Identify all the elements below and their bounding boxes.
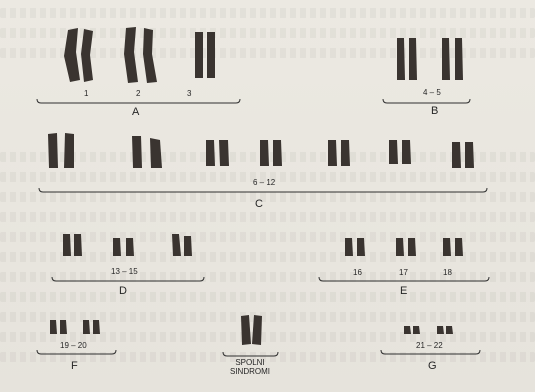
chromosome-pair-13: [63, 234, 82, 256]
chromosome-pair-20: [83, 320, 100, 334]
sex-chromosome-pair: [241, 315, 262, 345]
pair-label-18: 18: [443, 268, 452, 277]
group-label-a: A: [132, 106, 139, 118]
chromosome-pair-14: [113, 238, 134, 256]
chromosome-pair-3: [195, 32, 215, 78]
group-label-b: B: [431, 105, 438, 117]
sex-chromosome-bracket: [223, 352, 278, 356]
chromosome-pair-16: [345, 238, 365, 256]
group-a-bracket: [37, 99, 240, 103]
group-label-e: E: [400, 285, 407, 297]
chromosome-pair-17: [396, 238, 416, 256]
chromosome-pair-7: [132, 136, 162, 168]
pair-label-1: 1: [84, 89, 88, 98]
chromosome-pair-5: [442, 38, 463, 80]
chromosome-pair-22: [437, 326, 453, 334]
pair-label-16: 16: [353, 268, 362, 277]
chromosome-pair-8: [206, 140, 229, 166]
sex-chromosomes-label-line1: SPOLNI: [221, 358, 279, 367]
chromosome-pair-1: [64, 28, 93, 82]
chromosome-pair-2: [124, 27, 157, 83]
chromosome-pair-11: [389, 140, 411, 164]
group-label-f: F: [71, 360, 78, 372]
sex-chromosomes-label-line2: SINDROMI: [221, 367, 279, 376]
chromosome-pair-10: [328, 140, 350, 166]
pair-label-21-22: 21 – 22: [416, 341, 443, 350]
group-g-bracket: [381, 350, 480, 354]
group-c-bracket: [39, 188, 487, 192]
group-f-bracket: [37, 350, 116, 354]
pair-label-6-12: 6 – 12: [253, 178, 275, 187]
group-e-bracket: [319, 277, 489, 281]
group-label-g: G: [428, 360, 437, 372]
chromosome-pair-6: [48, 133, 74, 168]
chromosome-pair-19: [50, 320, 67, 334]
group-label-d: D: [119, 285, 127, 297]
pair-label-2: 2: [136, 89, 140, 98]
chromosome-pair-12: [452, 142, 474, 168]
pair-label-4-5: 4 – 5: [423, 88, 441, 97]
pair-label-19-20: 19 – 20: [60, 341, 87, 350]
pair-label-3: 3: [187, 89, 191, 98]
chromosome-pair-18: [443, 238, 463, 256]
group-label-c: C: [255, 198, 263, 210]
pair-label-13-15: 13 – 15: [111, 267, 138, 276]
chromosome-pair-15: [172, 234, 192, 256]
sex-chromosomes-label: SPOLNI SINDROMI: [221, 358, 279, 376]
chromosome-pair-21: [404, 326, 420, 334]
chromosome-pair-4: [397, 38, 417, 80]
chromosome-pair-9: [260, 140, 282, 166]
group-d-bracket: [52, 277, 204, 281]
pair-label-17: 17: [399, 268, 408, 277]
group-b-bracket: [383, 99, 470, 103]
